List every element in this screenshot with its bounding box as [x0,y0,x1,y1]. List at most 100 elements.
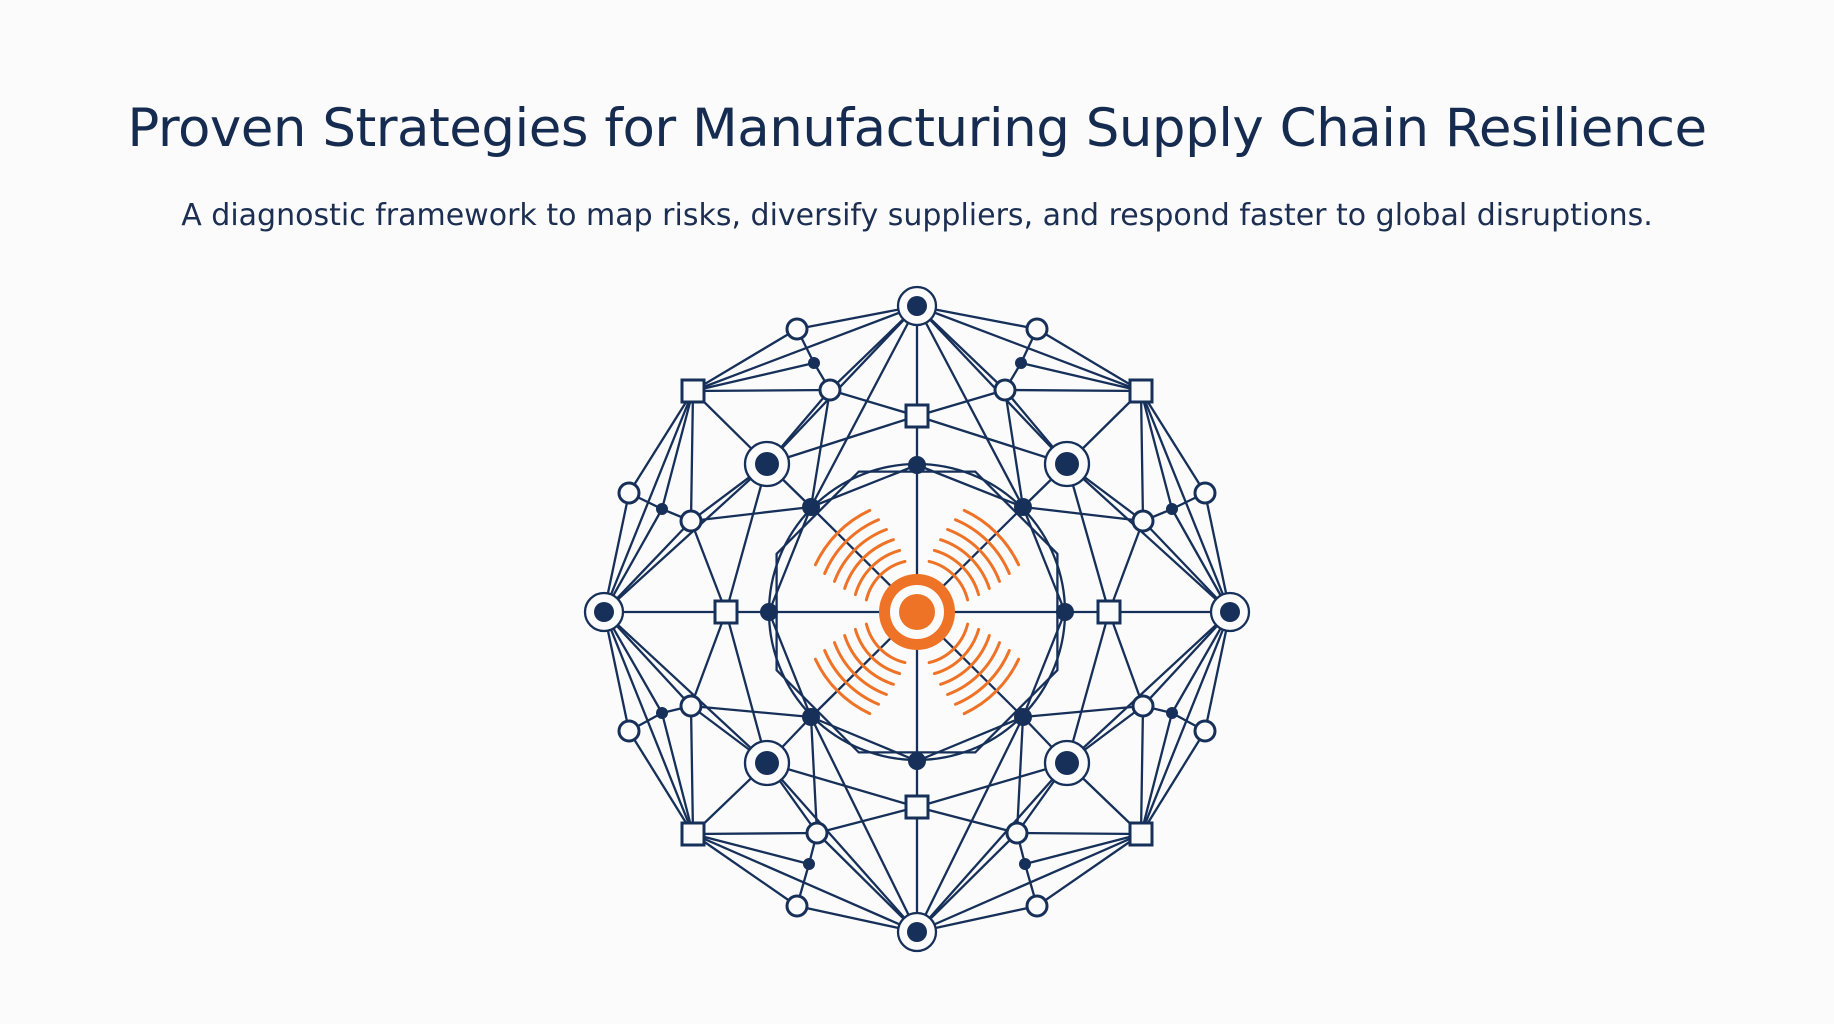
supplier-node [1025,317,1049,341]
supplier-node [785,894,809,918]
junction-node [1166,503,1178,515]
core-node [802,498,820,516]
supplier-node [805,821,829,845]
junction-node [808,357,820,369]
facility-node [1128,821,1154,847]
network-link [916,805,1018,835]
ripple-arc [954,518,1011,575]
network-link [810,715,918,763]
network-link [1203,492,1232,613]
core-node [908,456,926,474]
ripple-arc [813,657,872,716]
network-link [660,712,695,835]
network-link [724,463,769,613]
core-node [908,752,926,770]
ripple-arc [833,641,888,696]
facility-node [1096,599,1122,625]
network-link [916,414,1068,466]
network-link [660,390,695,510]
network-link [1140,730,1206,835]
network-link [628,390,694,494]
network-link [1024,832,1142,866]
facility-node [904,794,930,820]
core-boundary [775,470,1059,754]
network-link [603,463,768,613]
ripple-arc [853,627,902,676]
network-link [692,328,798,392]
junction-node [1166,707,1178,719]
network-link [916,761,1068,809]
supplier-node [1131,509,1155,533]
network-link [796,304,918,331]
network-link [816,805,918,835]
network-link [1139,712,1174,835]
network-link [767,506,813,613]
network-link [689,705,695,835]
network-link [829,388,918,418]
network-link [1021,506,1067,613]
network-link [692,388,831,393]
facility-node [713,599,739,625]
network-link [602,611,631,732]
network-link [809,389,832,508]
disruption-ripples [813,508,1021,716]
core-node [1014,708,1032,726]
ripple-arc [843,634,895,686]
network-link [692,832,918,934]
network-link [1066,463,1231,613]
ripple-arc [927,559,970,602]
network-link [724,611,769,764]
network-link [692,831,818,836]
hub-node [594,602,614,622]
network-link [692,832,810,866]
junction-node [1019,858,1031,870]
ripple-arc [864,559,907,602]
network-link [916,832,1142,934]
network-link [766,761,918,809]
network-link [1015,716,1025,834]
network-link [1142,520,1231,613]
network-link [1004,388,1142,393]
network-link [766,414,918,466]
junction-node [803,858,815,870]
supplier-node [818,378,842,402]
network-link [1022,704,1144,719]
network-link [915,716,1025,933]
network-link [1107,611,1145,707]
network-link [692,833,798,907]
network-link [809,716,819,834]
hub-node [1220,602,1240,622]
hub-node [1055,452,1079,476]
junction-node [656,503,668,515]
ripple-arc [927,622,970,665]
network-link [1203,611,1232,732]
facility-node [904,403,930,429]
ripple-arc [843,538,895,590]
network-link [603,611,768,764]
network-link [766,305,918,465]
junction-node [1015,357,1027,369]
network-link [816,832,918,933]
network-link [916,832,1018,933]
network-link [602,492,631,613]
network-link [767,611,813,718]
network-link [1022,505,1144,523]
network-link [916,305,1068,465]
ripple-arc [939,538,991,590]
hub-node [907,296,927,316]
network-link [1020,361,1142,393]
network-link [916,762,1068,933]
ripple-arc [833,528,888,583]
supplier-node [679,509,703,533]
network-link [628,730,694,835]
ripple-arc [939,634,991,686]
network-link [1036,328,1142,392]
network-link [1036,833,1142,907]
facility-node [680,378,706,404]
network-link [915,305,1025,508]
core-node [760,603,778,621]
junction-node [656,707,668,719]
supplier-node [617,481,641,505]
hub-node [1055,751,1079,775]
ripple-arc [954,649,1011,706]
